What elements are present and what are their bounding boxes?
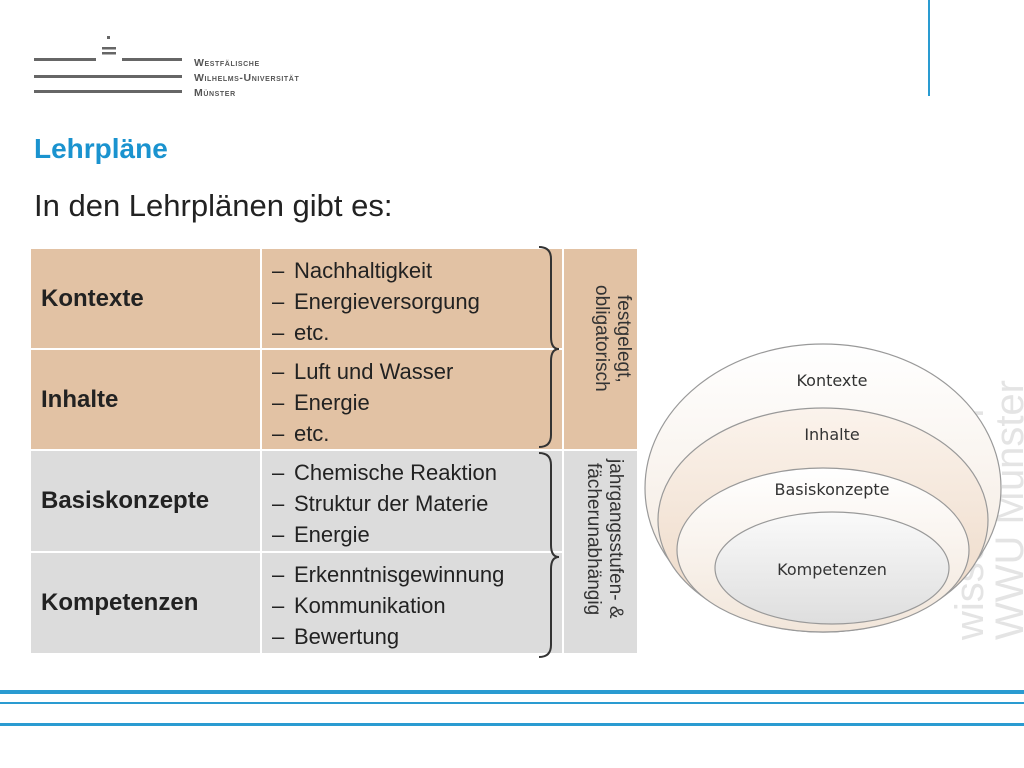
row-items-kompetenzen: Erkenntnisgewinnung Kommunikation Bewert… bbox=[259, 551, 565, 655]
row-items-kontexte: Nachhaltigkeit Energieversorgung etc. bbox=[259, 247, 565, 350]
independent-annotation-line1: jahrgangsstufen- & bbox=[605, 459, 627, 619]
footer-line-middle bbox=[0, 702, 1024, 704]
ring-label-kontexte: Kontexte bbox=[796, 371, 867, 390]
ring-label-inhalte: Inhalte bbox=[804, 425, 859, 444]
list-item: Erkenntnisgewinnung bbox=[272, 559, 562, 590]
university-name: Westfälische Wilhelms-Universität Münste… bbox=[194, 56, 299, 101]
list-item: Kommunikation bbox=[272, 590, 562, 621]
footer-line-bottom bbox=[0, 723, 1024, 726]
university-name-line3: Münster bbox=[194, 87, 236, 99]
footer-line-top bbox=[0, 690, 1024, 694]
row-label-basiskonzepte: Basiskonzepte bbox=[29, 449, 262, 553]
list-item: etc. bbox=[272, 317, 562, 348]
fixed-annotation: festgelegt, obligatorisch bbox=[590, 285, 634, 392]
fixed-annotation-cell: festgelegt, obligatorisch bbox=[562, 247, 639, 451]
list-item: Energie bbox=[272, 519, 562, 550]
table-row: Kontexte Nachhaltigkeit Energieversorgun… bbox=[29, 247, 639, 451]
row-label-kompetenzen: Kompetenzen bbox=[29, 551, 262, 655]
list-item: Energieversorgung bbox=[272, 286, 562, 317]
list-item: Bewertung bbox=[272, 621, 562, 652]
list-item: Chemische Reaktion bbox=[272, 457, 562, 488]
table-row: Inhalte Luft und Wasser Energie etc. bbox=[29, 348, 638, 451]
university-name-line1: Westfälische bbox=[194, 57, 260, 69]
university-logo bbox=[34, 36, 182, 93]
nested-circles-diagram: Kontexte Inhalte Basiskonzepte Kompetenz… bbox=[644, 343, 1002, 633]
header-divider bbox=[928, 0, 930, 96]
list-item: Luft und Wasser bbox=[272, 356, 562, 387]
row-items-inhalte: Luft und Wasser Energie etc. bbox=[259, 348, 565, 451]
independent-annotation-cell: jahrgangsstufen- & fächerunabhängig bbox=[562, 449, 639, 655]
slide-title: Lehrpläne bbox=[34, 133, 168, 164]
table-row: Basiskonzepte Chemische Reaktion Struktu… bbox=[29, 449, 639, 655]
independent-annotation-line2: fächerunabhängig bbox=[583, 462, 605, 615]
list-item: etc. bbox=[272, 418, 562, 449]
fixed-annotation-line2: obligatorisch bbox=[591, 285, 613, 392]
row-items-basiskonzepte: Chemische Reaktion Struktur der Materie … bbox=[259, 449, 565, 553]
list-item: Energie bbox=[272, 387, 562, 418]
ring-kompetenzen bbox=[714, 511, 950, 625]
row-label-kontexte: Kontexte bbox=[29, 247, 262, 350]
ring-label-kompetenzen: Kompetenzen bbox=[777, 560, 887, 579]
independent-annotation: jahrgangsstufen- & fächerunabhängig bbox=[582, 459, 626, 619]
slide-intro: In den Lehrplänen gibt es: bbox=[34, 188, 393, 223]
table-row: Kompetenzen Erkenntnisgewinnung Kommunik… bbox=[29, 551, 638, 655]
list-item: Nachhaltigkeit bbox=[272, 255, 562, 286]
curriculum-table: Kontexte Nachhaltigkeit Energieversorgun… bbox=[29, 247, 639, 655]
curly-brace bbox=[538, 246, 560, 658]
fixed-annotation-line1: festgelegt, bbox=[613, 294, 635, 383]
row-label-inhalte: Inhalte bbox=[29, 348, 262, 451]
list-item: Struktur der Materie bbox=[272, 488, 562, 519]
university-name-line2: Wilhelms-Universität bbox=[194, 72, 300, 84]
ring-label-basiskonzepte: Basiskonzepte bbox=[774, 480, 889, 499]
